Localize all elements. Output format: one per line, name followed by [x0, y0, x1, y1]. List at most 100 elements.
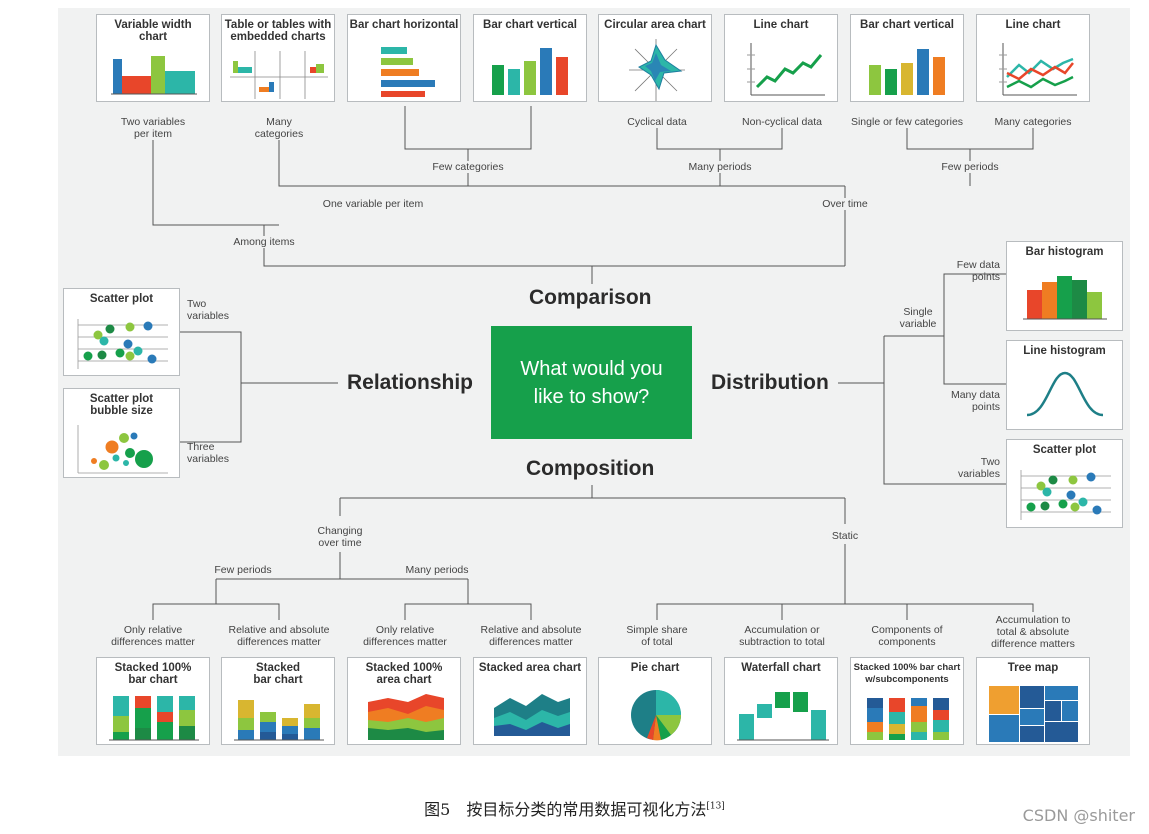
card-title: Bar chart vertical — [483, 19, 577, 31]
card-title: Stacked 100% area chart — [365, 662, 443, 686]
composition-heading: Composition — [526, 457, 655, 480]
multi-line-chart-icon — [999, 43, 1077, 96]
card-title: Bar chart horizontal — [349, 19, 459, 31]
card-title: Circular area chart — [604, 19, 706, 31]
label-many-categories-time: Many categories — [994, 116, 1072, 128]
bubble-chart-icon — [77, 425, 168, 474]
stacked-subcomponents-chart-icon — [867, 698, 949, 740]
stacked-100-bar-chart-card[interactable]: Stacked 100% bar chart — [96, 657, 210, 745]
figure-caption: 图5 按目标分类的常用数据可视化方法[13] — [0, 796, 1149, 820]
label-relative-absolute-2: Relative and absolute differences matter — [480, 624, 582, 648]
relationship-heading: Relationship — [347, 371, 474, 394]
label-many-categories: Many categories — [254, 116, 304, 140]
label-composition-many-periods: Many periods — [403, 564, 471, 576]
table-embedded-charts-icon — [230, 51, 328, 99]
label-one-variable-per-item: One variable per item — [320, 198, 426, 210]
label-composition-few-periods: Few periods — [212, 564, 274, 576]
card-title: Stacked 100% bar chart w/subcomponents — [853, 662, 961, 685]
stacked-100-area-chart-card[interactable]: Stacked 100% area chart — [347, 657, 461, 745]
label-many-periods: Many periods — [686, 161, 754, 173]
card-title: Line histogram — [1023, 345, 1106, 357]
scatter-plot-icon — [77, 319, 168, 369]
distribution-scatter-plot-card[interactable]: Scatter plot — [1006, 439, 1123, 528]
tree-map-icon — [989, 686, 1078, 742]
waterfall-chart-icon — [737, 692, 829, 741]
label-relative-absolute-1: Relative and absolute differences matter — [228, 624, 330, 648]
bar-chart-vertical-icon — [492, 48, 568, 95]
line-chart-icon — [747, 43, 825, 96]
label-few-data-points: Few data points — [956, 259, 1000, 283]
card-title: Stacked area chart — [478, 662, 582, 674]
scatter-plot-card[interactable]: Scatter plot — [63, 288, 180, 376]
label-among-items: Among items — [231, 236, 297, 248]
pie-chart-icon — [631, 690, 681, 741]
label-relationship-two-variables: Two variables — [187, 298, 230, 322]
label-single-few-categories: Single or few categories — [850, 116, 964, 128]
line-chart-card[interactable]: Line chart — [724, 14, 838, 102]
label-few-periods: Few periods — [939, 161, 1001, 173]
label-over-time: Over time — [820, 198, 870, 210]
variable-width-chart-card[interactable]: Variable width chart — [96, 14, 210, 102]
tree-map-card[interactable]: Tree map — [976, 657, 1090, 745]
label-changing-over-time: Changing over time — [315, 525, 365, 549]
label-single-variable: Single variable — [899, 306, 937, 330]
card-title: Line chart — [753, 19, 809, 31]
bar-histogram-card[interactable]: Bar histogram — [1006, 241, 1123, 331]
label-two-variables-per-item: Two variables per item — [120, 116, 186, 140]
bar-chart-vertical-icon — [869, 49, 945, 95]
circular-area-chart-icon — [629, 39, 685, 101]
label-only-relative-2: Only relative differences matter — [363, 624, 447, 648]
card-title: Waterfall chart — [741, 662, 821, 674]
bar-chart-horizontal-card[interactable]: Bar chart horizontal — [347, 14, 461, 102]
label-only-relative-1: Only relative differences matter — [111, 624, 195, 648]
card-title: Scatter plot — [89, 293, 154, 305]
card-title: Scatter plot — [1032, 444, 1097, 456]
stacked-subcomponents-chart-card[interactable]: Stacked 100% bar chart w/subcomponents — [850, 657, 964, 745]
bar-chart-vertical-card[interactable]: Bar chart vertical — [473, 14, 587, 102]
multi-line-chart-card[interactable]: Line chart — [976, 14, 1090, 102]
bar-histogram-icon — [1023, 276, 1107, 320]
card-title: Variable width chart — [114, 19, 192, 43]
label-components-of-components: Components of components — [871, 624, 943, 648]
pie-chart-card[interactable]: Pie chart — [598, 657, 712, 745]
bar-chart-vertical-2-card[interactable]: Bar chart vertical — [850, 14, 964, 102]
bar-chart-horizontal-icon — [381, 47, 435, 97]
label-static: Static — [829, 530, 861, 542]
label-simple-share: Simple share of total — [626, 624, 688, 648]
card-title: Table or tables with embedded charts — [224, 19, 332, 43]
label-few-categories: Few categories — [430, 161, 506, 173]
card-title: Bar chart vertical — [860, 19, 954, 31]
scatter-plot-icon — [1020, 470, 1111, 520]
card-title: Scatter plot bubble size — [89, 393, 154, 417]
card-title: Tree map — [1007, 662, 1059, 674]
comparison-heading: Comparison — [529, 286, 652, 309]
stacked-100-area-chart-icon — [368, 694, 444, 740]
stacked-100-bar-chart-icon — [109, 696, 199, 741]
caption-reference: [13] — [706, 801, 725, 812]
label-non-cyclical-data: Non-cyclical data — [742, 116, 822, 128]
card-title: Stacked 100% bar chart — [114, 662, 192, 686]
center-question-box: What would you like to show? — [491, 326, 692, 439]
stacked-bar-chart-card[interactable]: Stacked bar chart — [221, 657, 335, 745]
card-title: Bar histogram — [1025, 246, 1104, 258]
circular-area-chart-card[interactable]: Circular area chart — [598, 14, 712, 102]
card-title: Stacked bar chart — [253, 662, 303, 686]
watermark: CSDN @shiter — [1022, 806, 1135, 825]
variable-width-chart-icon — [111, 56, 197, 95]
center-question-text: What would you like to show? — [520, 357, 663, 408]
waterfall-chart-card[interactable]: Waterfall chart — [724, 657, 838, 745]
label-cyclical-data: Cyclical data — [627, 116, 687, 128]
stacked-area-chart-card[interactable]: Stacked area chart — [473, 657, 587, 745]
line-histogram-card[interactable]: Line histogram — [1006, 340, 1123, 430]
line-histogram-icon — [1026, 371, 1104, 417]
table-embedded-charts-card[interactable]: Table or tables with embedded charts — [221, 14, 335, 102]
stacked-area-chart-icon — [494, 694, 570, 736]
caption-text: 图5 按目标分类的常用数据可视化方法 — [424, 800, 707, 819]
bubble-chart-card[interactable]: Scatter plot bubble size — [63, 388, 180, 478]
label-accumulation-total: Accumulation to total & absolute differe… — [991, 614, 1075, 650]
distribution-heading: Distribution — [711, 371, 829, 394]
label-distribution-two-variables: Two variables — [957, 456, 1000, 480]
label-many-data-points: Many data points — [950, 389, 1000, 413]
label-relationship-three-variables: Three variables — [187, 441, 230, 465]
label-accumulation-subtraction: Accumulation or subtraction to total — [739, 624, 825, 648]
